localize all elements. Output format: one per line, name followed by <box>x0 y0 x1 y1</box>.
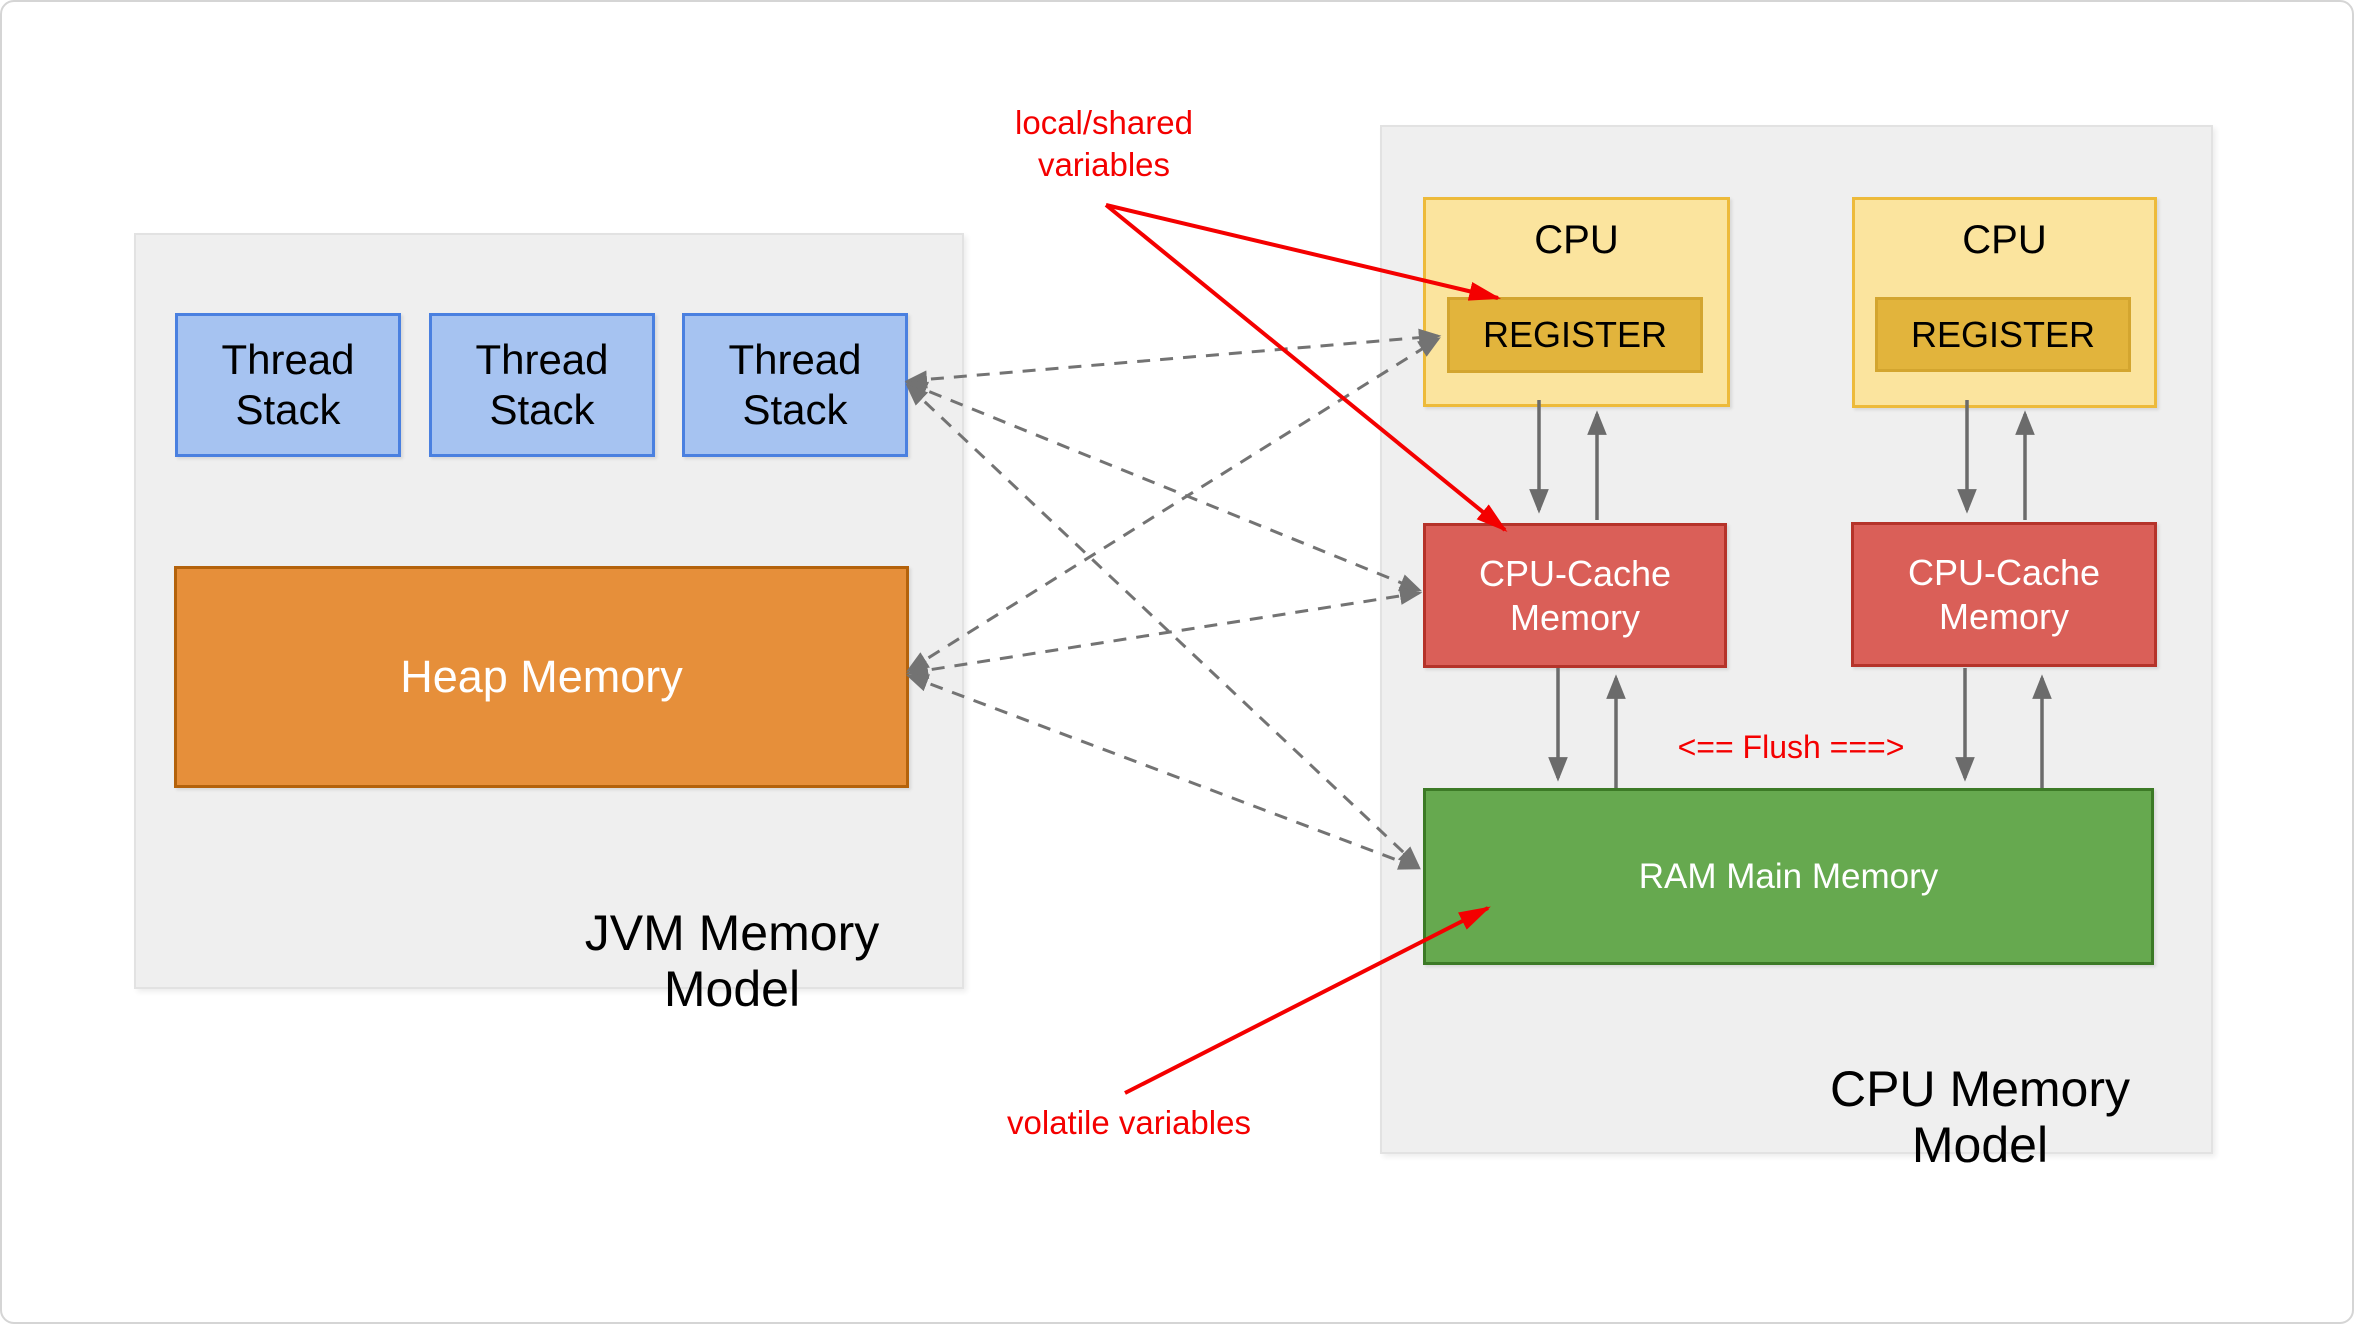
dashed-arrow-thread-to-ram <box>905 383 1421 869</box>
flush-annotation: <== Flush ===> <box>1677 729 1905 765</box>
volatile-variables-annotation: volatile variables <box>1007 1104 1251 1141</box>
cpu-box-2: CPU REGISTER <box>1852 197 2157 408</box>
cpu-cache-label: CPU-Cache Memory <box>1478 552 1672 638</box>
thread-stack-box-2: Thread Stack <box>429 313 655 457</box>
heap-memory-box: Heap Memory <box>174 566 909 788</box>
dashed-arrow-heap-to-cache <box>905 587 1423 679</box>
thread-stack-label: Thread Stack <box>728 336 862 433</box>
cpu-label: CPU <box>1962 218 2047 262</box>
thread-stack-label: Thread Stack <box>475 336 609 433</box>
cpu-label: CPU <box>1534 218 1619 262</box>
register-box-1: REGISTER <box>1447 297 1703 373</box>
heap-memory-label: Heap Memory <box>400 651 683 702</box>
cpu-cache-box-1: CPU-Cache Memory <box>1423 523 1727 668</box>
register-label: REGISTER <box>1482 314 1668 355</box>
local-shared-variables-annotation: local/shared variables <box>1015 104 1193 183</box>
ram-label: RAM Main Memory <box>1638 856 1939 896</box>
cpu-cache-box-2: CPU-Cache Memory <box>1851 522 2157 667</box>
thread-stack-box-3: Thread Stack <box>682 313 908 457</box>
dashed-arrow-heap-to-ram <box>905 674 1422 870</box>
jvm-memory-model-panel: Thread Stack Thread Stack Thread Stack H… <box>134 233 964 1017</box>
jvm-panel-title: JVM Memory Model <box>584 905 880 1017</box>
register-box-2: REGISTER <box>1875 297 2131 372</box>
dashed-arrow-thread-to-cache <box>904 381 1423 592</box>
thread-stack-label: Thread Stack <box>221 336 355 433</box>
dashed-arrow-heap-to-register <box>906 337 1441 672</box>
cpu-memory-model-panel: CPU REGISTER CPU REGISTER CPU-Cache Memo… <box>1380 125 2213 1173</box>
register-label: REGISTER <box>1910 313 2096 355</box>
ram-main-memory-box: RAM Main Memory <box>1423 788 2154 965</box>
cpu-box-1: CPU REGISTER <box>1423 197 1730 407</box>
thread-stack-box-1: Thread Stack <box>175 313 401 457</box>
cpu-cache-label: CPU-Cache Memory <box>1907 551 2101 637</box>
dashed-arrow-thread-to-register <box>904 328 1442 389</box>
cpu-panel-title: CPU Memory Model <box>1829 1061 2131 1173</box>
